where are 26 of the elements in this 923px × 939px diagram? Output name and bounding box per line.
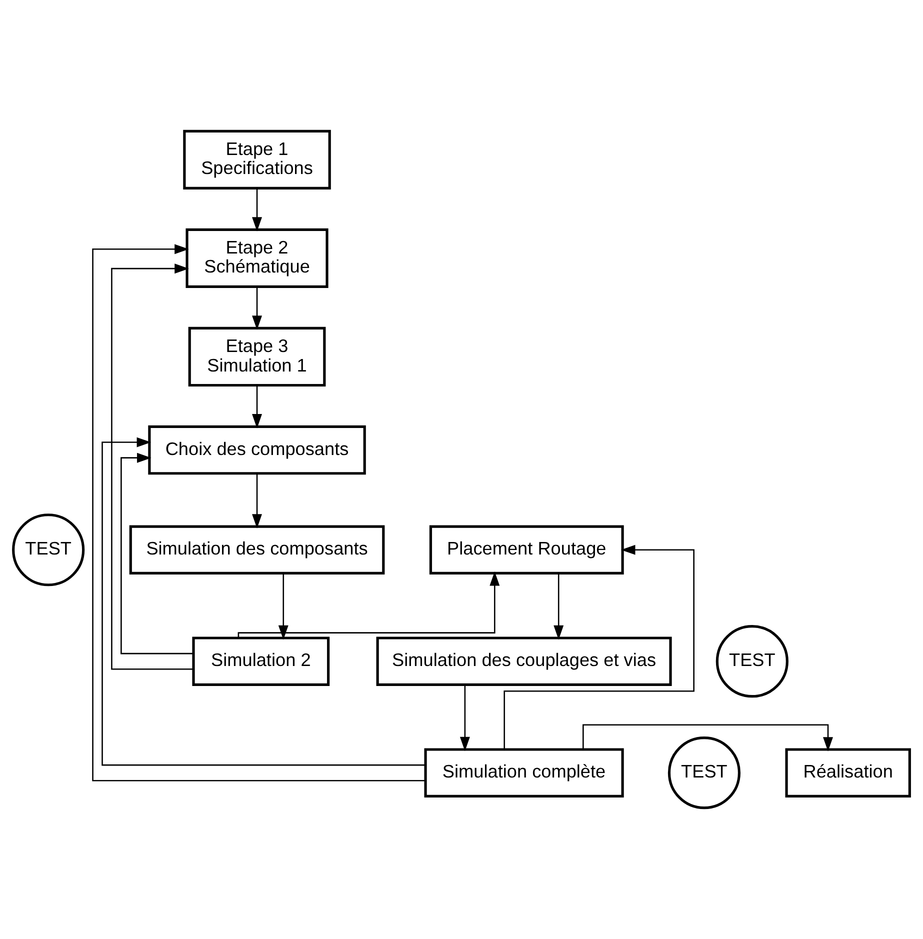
node-box: Simulation complète (424, 748, 624, 798)
node-box: Simulation des couplages et vias (376, 636, 672, 686)
node-box: Réalisation (785, 748, 911, 798)
arrow (252, 287, 262, 330)
node-box: Simulation 2 (192, 636, 330, 686)
node-box: Etape 2 Schématique (186, 228, 328, 288)
arrow (92, 244, 426, 782)
node-box: Simulation des composants (129, 525, 385, 574)
arrow (582, 724, 833, 752)
arrow (120, 452, 194, 654)
arrow (111, 264, 194, 670)
node-box: Placement Routage (429, 525, 624, 574)
arrow (554, 574, 564, 640)
arrow (278, 574, 288, 640)
node-box: Choix des composants (148, 425, 366, 475)
node-box: Etape 1 Specifications (183, 130, 331, 190)
arrow (102, 437, 426, 766)
arrow (504, 544, 694, 750)
arrow (252, 188, 262, 232)
node-circle: TEST (668, 736, 740, 810)
arrow (460, 684, 470, 752)
arrow (252, 386, 262, 428)
node-box: Etape 3 Simulation 1 (188, 326, 326, 387)
arrow (252, 474, 262, 528)
node-circle: TEST (716, 625, 788, 698)
node-circle: TEST (12, 514, 85, 586)
